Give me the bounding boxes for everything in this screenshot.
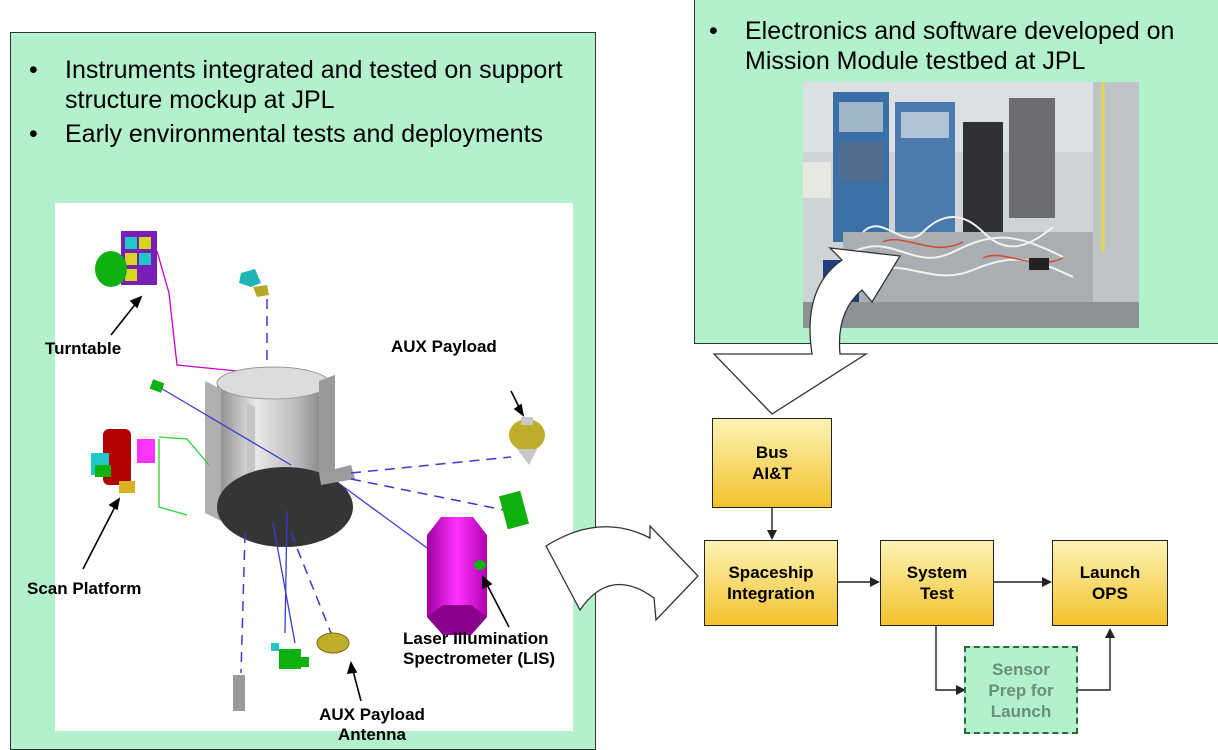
aux-antenna-label: AUX Payload Antenna — [287, 705, 457, 745]
green-component-part — [498, 490, 530, 530]
left-panel: • Instruments integrated and tested on su… — [10, 32, 596, 750]
sensor-line1: Sensor — [992, 659, 1050, 679]
spacecraft-illustration — [82, 231, 545, 711]
left-bullet-text: Instruments integrated and tested on sup… — [65, 56, 563, 114]
sensor-line3: Launch — [990, 701, 1052, 721]
turntable-label: Turntable — [45, 339, 122, 358]
spaceship-line2: Integration — [727, 584, 815, 603]
right-bullet-text: Electronics and software developed on Mi… — [745, 17, 1175, 75]
sensor-line2: Prep for — [988, 680, 1054, 700]
right-bullet-list: • Electronics and software developed on M… — [699, 16, 1218, 76]
right-bullet-item: • Electronics and software developed on M… — [699, 16, 1218, 76]
aux-payload-part — [509, 417, 545, 465]
left-bullet-list: • Instruments integrated and tested on su… — [19, 55, 579, 153]
launch-ops-box: Launch OPS — [1052, 540, 1168, 626]
lis-label-line2: Spectrometer (LIS) — [403, 649, 556, 668]
scan-platform-part — [91, 429, 155, 493]
top-instrument-part — [239, 269, 269, 297]
bus-ait-line2: AI&T — [752, 464, 792, 483]
support-structure-cylinder — [205, 366, 355, 547]
lis-label-line1: Laser Illumination — [403, 629, 549, 648]
right-panel: • Electronics and software developed on M… — [694, 0, 1218, 344]
testbed-photo — [803, 82, 1139, 328]
spaceship-integration-box: Spaceship Integration — [704, 540, 838, 626]
bullet-marker: • — [709, 17, 718, 45]
aux-payload-label: AUX Payload — [391, 337, 497, 356]
system-test-line2: Test — [920, 584, 954, 603]
grey-column-part — [233, 675, 245, 711]
left-bullet-item: • Early environmental tests and deploymen… — [19, 119, 579, 149]
launch-line2: OPS — [1092, 584, 1128, 603]
launch-line1: Launch — [1079, 563, 1141, 582]
scan-platform-label: Scan Platform — [27, 579, 142, 598]
system-test-box: System Test — [880, 540, 994, 626]
bullet-marker: • — [29, 56, 38, 84]
bus-ait-line1: Bus — [755, 443, 789, 462]
left-bullet-text: Early environmental tests and deployment… — [65, 120, 544, 148]
lis-part — [427, 517, 487, 635]
sensor-prep-box: Sensor Prep for Launch — [964, 646, 1078, 734]
spaceship-line1: Spaceship — [728, 563, 814, 582]
testbed-photo-drawing — [803, 82, 1139, 328]
bullet-marker: • — [29, 120, 38, 148]
turntable-part — [95, 231, 157, 287]
antenna-part — [271, 632, 350, 669]
spacecraft-exploded-view — [55, 203, 573, 731]
aux-antenna-label-line2: Antenna — [338, 725, 406, 744]
lis-label: Laser Illumination Spectrometer (LIS) — [403, 629, 555, 669]
left-bullet-item: • Instruments integrated and tested on su… — [19, 55, 579, 115]
aux-antenna-label-line1: AUX Payload — [319, 705, 425, 724]
bus-ait-box: Bus AI&T — [712, 418, 832, 508]
system-test-line1: System — [906, 563, 968, 582]
